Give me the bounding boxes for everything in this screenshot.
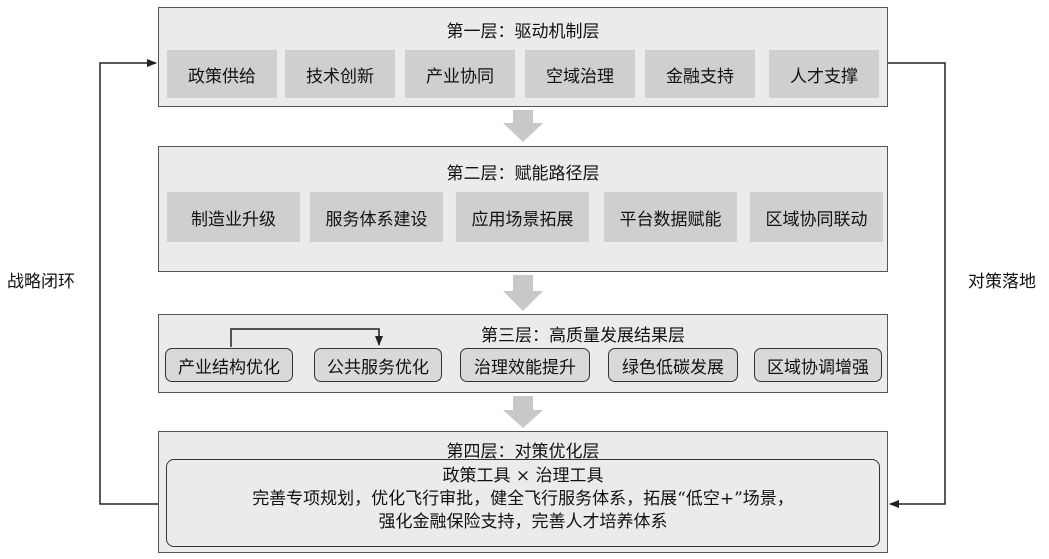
layer-1-item-talent-support: 人才支撑 [769,50,879,98]
side-label-countermeasure-landing: 对策落地 [968,272,1036,292]
layer-3-item-regional-coordination: 区域协调增强 [754,348,882,382]
layer-1-driving-mechanism: 第一层：驱动机制层 政策供给 技术创新 产业协同 空域治理 金融支持 人才支撑 [158,7,888,107]
layer-3-title: 第三层：高质量发展结果层 [481,326,685,346]
layer-3-item-public-service: 公共服务优化 [314,348,442,382]
policy-tools-line-1: 完善专项规划，优化飞行审批，健全飞行服务体系，拓展“低空+”场景， [252,489,794,509]
layer-1-item-airspace-governance: 空域治理 [525,50,635,98]
landing-arrow-right [888,62,946,508]
layer-3-item-green-low-carbon: 绿色低碳发展 [608,348,738,382]
layer-2-item-manufacturing-upgrade: 制造业升级 [167,192,300,242]
layer-3-item-industrial-structure: 产业结构优化 [165,348,293,382]
policy-tools-box: 政策工具 × 治理工具 完善专项规划，优化飞行审批，健全飞行服务体系，拓展“低空… [166,459,880,547]
layer-3-item-governance-efficiency: 治理效能提升 [460,348,590,382]
layer-2-item-regional-linkage: 区域协同联动 [750,192,883,242]
layer-2-title: 第二层：赋能路径层 [446,164,600,184]
layer-1-item-tech-innovation: 技术创新 [285,50,395,98]
policy-tools-heading: 政策工具 × 治理工具 [442,466,604,486]
layer-4-title: 第四层：对策优化层 [446,442,600,462]
side-label-strategic-loop: 战略闭环 [7,272,75,292]
layer-1-item-industry-synergy: 产业协同 [405,50,515,98]
layer-2-item-scenario-expansion: 应用场景拓展 [456,192,589,242]
down-arrow-1-2 [503,110,543,142]
layer-2-enabling-path: 第二层：赋能路径层 制造业升级 服务体系建设 应用场景拓展 平台数据赋能 区域协… [158,146,888,272]
policy-tools-line-2: 强化金融保险支持，完善人才培养体系 [378,512,668,532]
layer-1-item-policy-supply: 政策供给 [167,50,277,98]
down-arrow-3-4 [503,396,543,428]
layer-3-quality-results: 第三层：高质量发展结果层 产业结构优化 公共服务优化 治理效能提升 绿色低碳发展… [158,314,888,393]
loop-arrow-left [99,59,158,505]
layer-1-item-financial-support: 金融支持 [645,50,755,98]
layer-1-title: 第一层：驱动机制层 [446,22,600,42]
down-arrow-2-3 [503,275,543,311]
layer-4-countermeasure: 第四层：对策优化层 政策工具 × 治理工具 完善专项规划，优化飞行审批，健全飞行… [158,431,888,553]
layer-2-item-platform-data: 平台数据赋能 [604,192,737,242]
layer-2-item-service-system: 服务体系建设 [310,192,443,242]
